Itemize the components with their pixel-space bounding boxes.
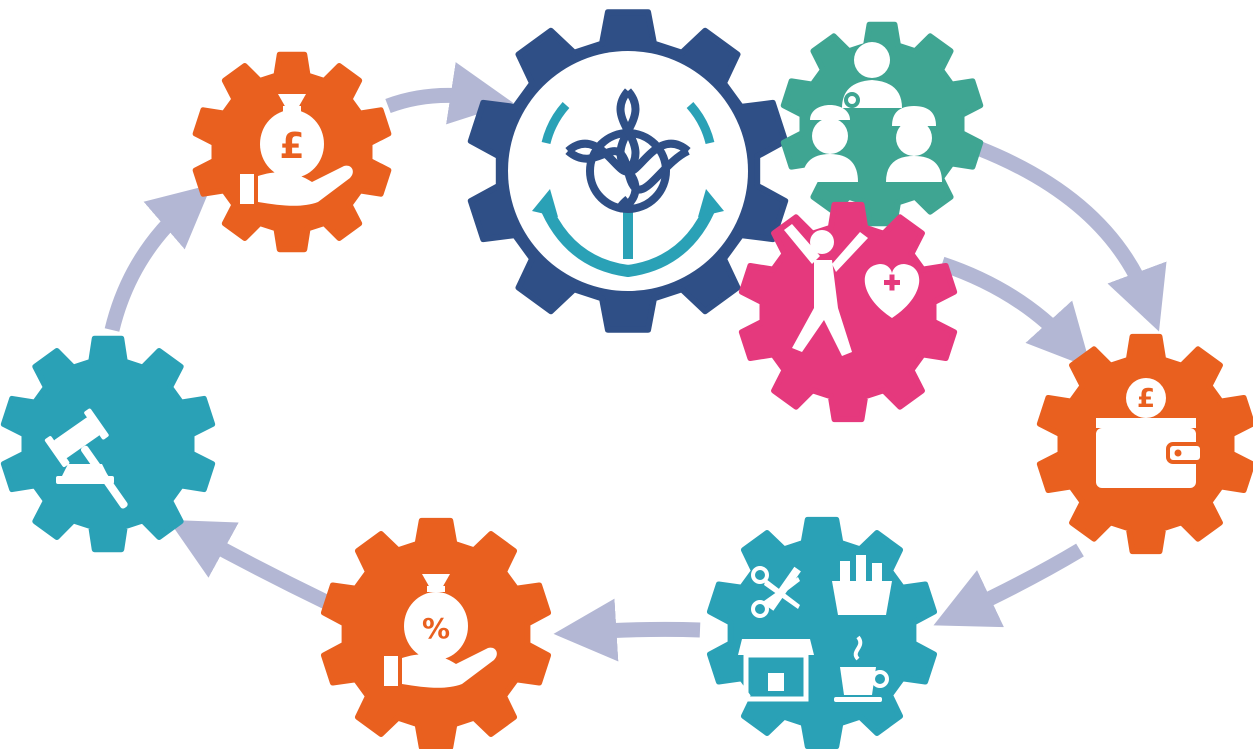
- pound-label: £: [279, 126, 304, 167]
- arrow-health-to-wallet: [939, 256, 1092, 369]
- wallet-coin-icon: £: [1096, 378, 1204, 488]
- arrow-gavel-to-money: [104, 184, 212, 332]
- shop-front-icon: [738, 639, 814, 702]
- percent-bag-hand-icon: %: [384, 574, 497, 688]
- gavel-gear: [0, 335, 216, 553]
- local-shops-icon: [738, 555, 892, 702]
- grocery-basket-icon: [832, 555, 892, 615]
- health-gear-shape: [738, 201, 958, 423]
- arrow-wallet-to-shops: [933, 543, 1084, 628]
- gavel-icon: [44, 408, 128, 509]
- money-bag-hand-icon: £: [240, 94, 353, 206]
- jumping-person-heart-icon: [784, 224, 920, 356]
- shops-gear: [707, 516, 937, 749]
- percent-label: %: [422, 612, 450, 645]
- arrow-money-to-anchor: [385, 62, 514, 125]
- shops-gear-shape: [707, 516, 937, 749]
- arrow-interest-to-gavel: [168, 519, 330, 609]
- gavel-gear-shape: [0, 335, 216, 553]
- scissors-comb-icon: [751, 566, 801, 618]
- wallet-pound-label: £: [1137, 384, 1155, 414]
- arrow-workers-to-wallet: [975, 141, 1167, 332]
- health-gear: [738, 201, 958, 423]
- arrow-shops-to-interest: [553, 598, 701, 662]
- coffee-cup-icon: [834, 635, 889, 702]
- celtic-knot-anchor-icon: [508, 51, 748, 291]
- cycle-arrows: [104, 62, 1167, 662]
- workers-icon: [802, 42, 942, 182]
